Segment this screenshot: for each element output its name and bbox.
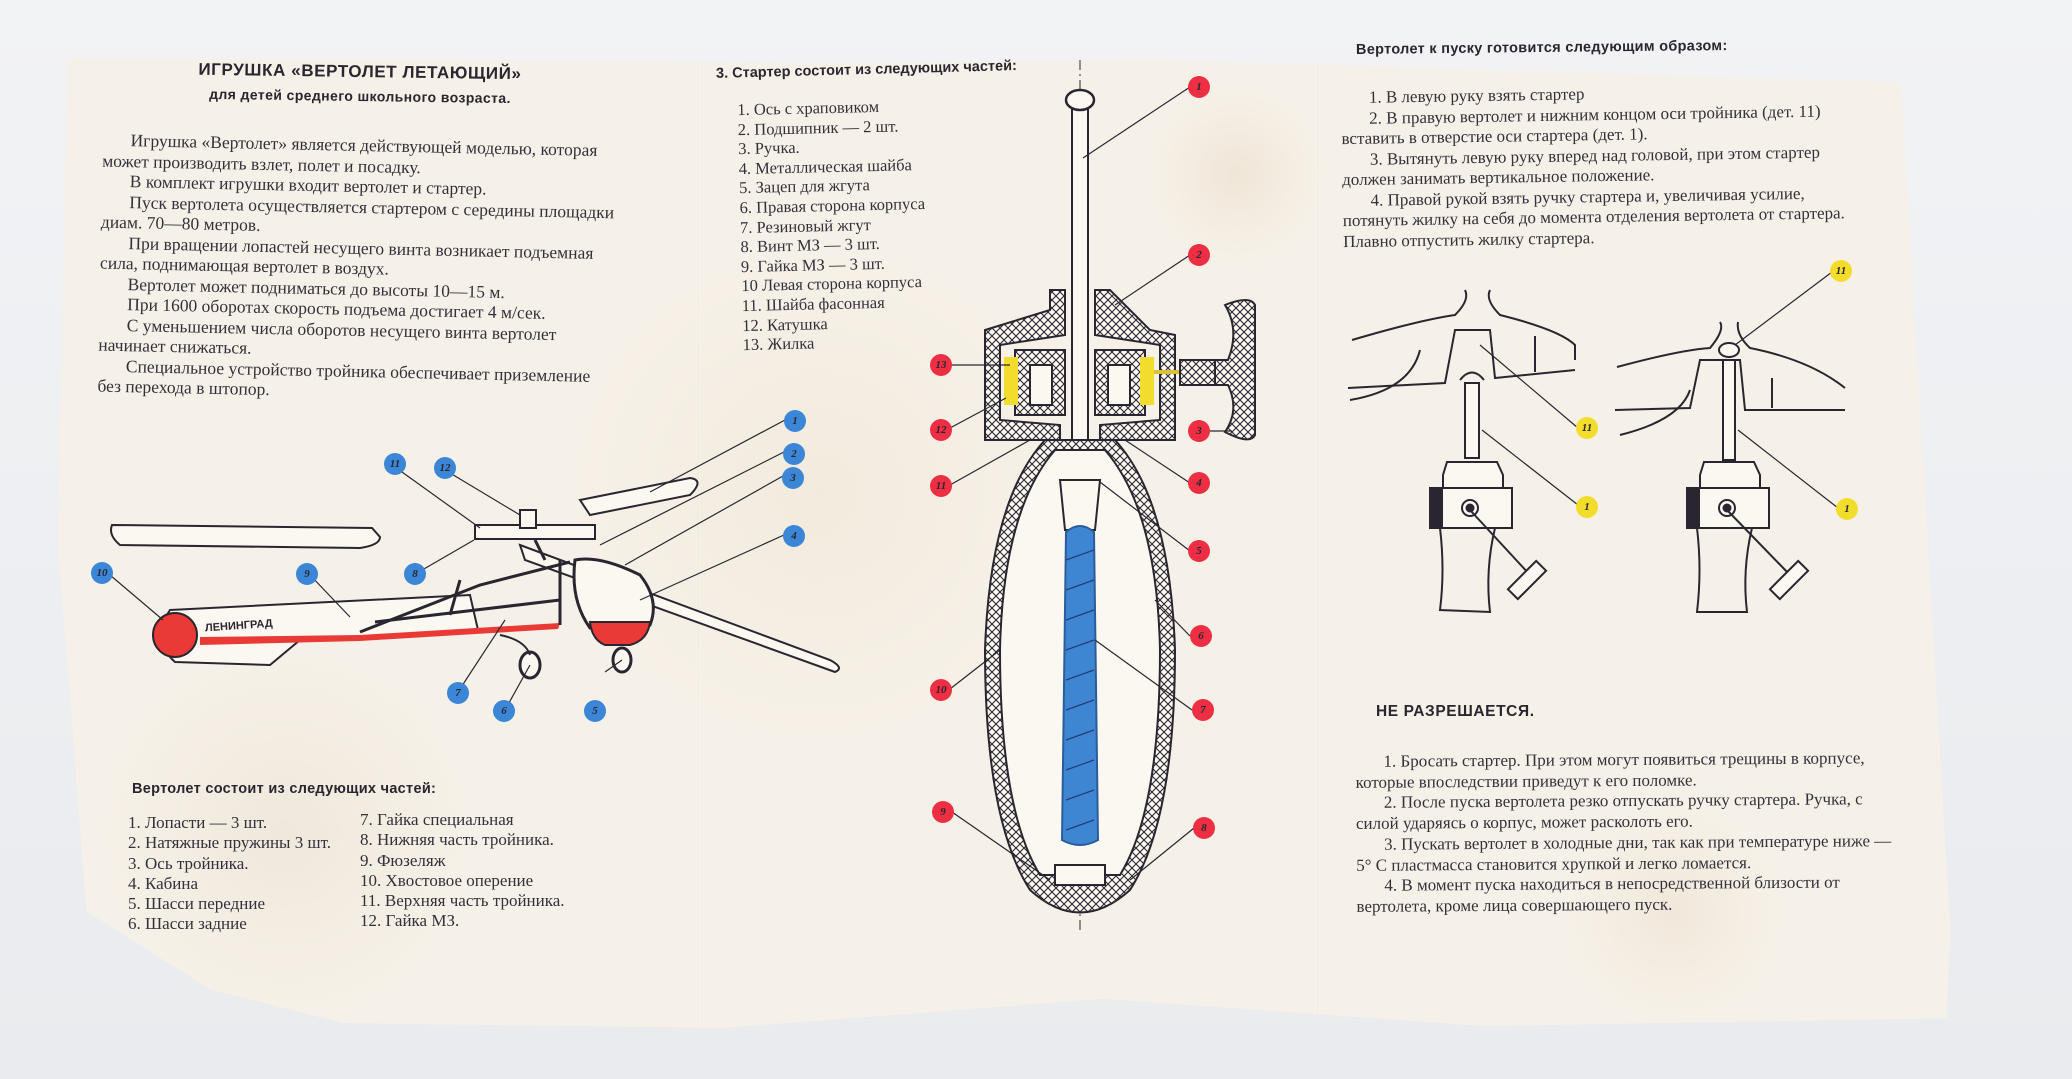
helicopter-callout-9: 9: [296, 563, 318, 585]
starter-callout-1: 1: [1188, 76, 1210, 98]
mount-callout-1-left: 1: [1576, 496, 1598, 518]
helicopter-callout-7: 7: [447, 682, 469, 704]
starter-callout-2: 2: [1188, 244, 1210, 266]
helicopter-callout-4: 4: [783, 525, 805, 547]
fold-line-left: [698, 58, 700, 1028]
starter-callout-7: 7: [1192, 699, 1214, 721]
starter-callout-3: 3: [1188, 420, 1210, 442]
list-item: 7. Гайка специальная: [360, 810, 514, 829]
warning-item: 2. После пуска вертолета резко отпускать…: [1355, 789, 1863, 834]
warnings-list: 1. Бросать стартер. При этом могут появи…: [1355, 748, 1901, 917]
starter-callout-11: 11: [930, 475, 952, 497]
mount-callout-1-right: 1: [1836, 498, 1858, 520]
list-item: 3. Ось тройника.: [128, 853, 249, 873]
starter-callout-10: 10: [930, 679, 952, 701]
helicopter-callout-6: 6: [493, 700, 515, 722]
helicopter-callout-8: 8: [404, 563, 426, 585]
list-item: 9. Фюзеляж: [360, 850, 446, 870]
helicopter-callout-12: 12: [434, 457, 456, 479]
list-item: 12. Гайка МЗ.: [360, 911, 460, 931]
list-item: 6. Шасси задние: [128, 914, 247, 934]
mount-callout-11-left: 11: [1576, 417, 1598, 439]
list-item: 4. Кабина: [128, 873, 199, 893]
starter-callout-5: 5: [1188, 540, 1210, 562]
helicopter-parts-list-col2: 7. Гайка специальная 8. Нижняя часть тро…: [360, 810, 565, 932]
starter-callout-9: 9: [932, 801, 954, 823]
list-item: 11. Верхняя часть тройника.: [360, 891, 565, 911]
starter-callout-12: 12: [930, 419, 952, 441]
mount-callout-11-right: 11: [1830, 260, 1852, 282]
starter-callout-13: 13: [930, 354, 952, 376]
helicopter-callout-11: 11: [384, 453, 406, 475]
list-item: 10. Хвостовое оперение: [360, 870, 534, 890]
starter-callout-8: 8: [1193, 817, 1215, 839]
helicopter-callout-3: 3: [782, 467, 804, 489]
helicopter-callout-5: 5: [584, 700, 606, 722]
helicopter-callout-10: 10: [91, 562, 113, 584]
fold-line-right: [1318, 58, 1320, 1028]
helicopter-callout-2: 2: [783, 443, 805, 465]
starter-callout-4: 4: [1188, 472, 1210, 494]
helicopter-parts-list-col1: 1. Лопасти — 3 шт. 2. Натяжные пружины 3…: [128, 813, 331, 935]
warning-item: 3. Пускать вертолет в холодные дни, так …: [1356, 830, 1892, 875]
warning-item: 4. В момент пуска находиться в непосредс…: [1356, 872, 1840, 916]
starter-callout-6: 6: [1190, 625, 1212, 647]
helicopter-callout-1: 1: [784, 410, 806, 432]
warning-item: 1. Бросать стартер. При этом могут появи…: [1355, 748, 1865, 792]
list-item: 8. Нижняя часть тройника.: [360, 830, 554, 850]
list-item: 1. Лопасти — 3 шт.: [128, 813, 268, 832]
warnings-heading: НЕ РАЗРЕШАЕТСЯ.: [1376, 703, 1535, 720]
list-item: 5. Шасси передние: [128, 894, 265, 914]
list-item: 2. Натяжные пружины 3 шт.: [128, 833, 331, 853]
helicopter-parts-heading: Вертолет состоит из следующих частей:: [132, 781, 437, 797]
